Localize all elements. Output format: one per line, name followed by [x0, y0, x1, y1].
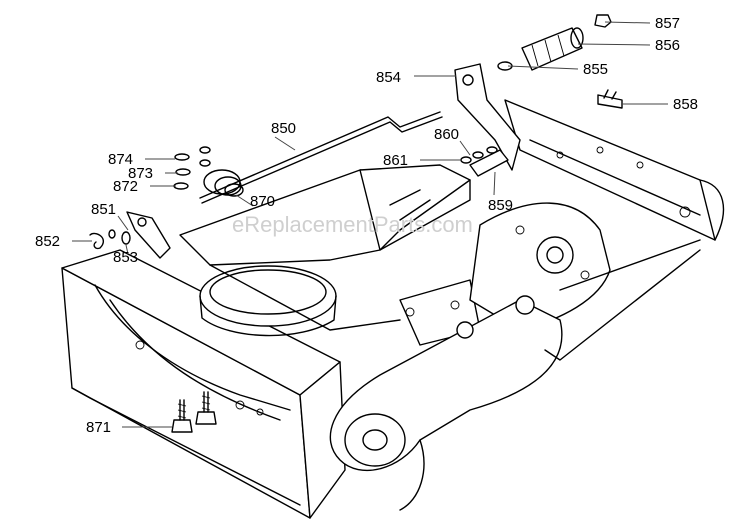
hardware-cluster [460, 146, 509, 177]
bolt-858 [597, 89, 623, 109]
label-857: 857 [655, 15, 680, 32]
skid-bolts-871 [171, 391, 217, 433]
part-labels: 857 856 855 854 858 850 860 861 859 874 … [35, 15, 698, 436]
bracket-854 [454, 63, 521, 171]
label-872: 872 [113, 178, 138, 195]
label-874: 874 [108, 151, 133, 168]
label-861: 861 [383, 152, 408, 169]
label-851: 851 [91, 201, 116, 218]
spiral-spring [203, 169, 244, 197]
label-859: 859 [488, 197, 513, 214]
label-860: 860 [434, 126, 459, 143]
side-plate [469, 202, 611, 331]
leader-lines [72, 21, 668, 428]
label-870: 870 [250, 193, 275, 210]
label-854: 854 [376, 69, 401, 86]
label-853: 853 [113, 249, 138, 266]
watermark: eReplacementParts.com [232, 212, 473, 237]
label-856: 856 [655, 37, 680, 54]
frame [179, 164, 481, 346]
handle-frame [504, 99, 725, 361]
label-858: 858 [673, 96, 698, 113]
label-855: 855 [583, 61, 608, 78]
label-871: 871 [86, 419, 111, 436]
label-850: 850 [271, 120, 296, 137]
left-hardware [89, 146, 211, 259]
auger-housing [61, 249, 346, 519]
label-873: 873 [128, 165, 153, 182]
nut-857 [594, 14, 612, 28]
spring-856 [521, 27, 584, 71]
crank-rod [199, 111, 443, 204]
label-852: 852 [35, 233, 60, 250]
